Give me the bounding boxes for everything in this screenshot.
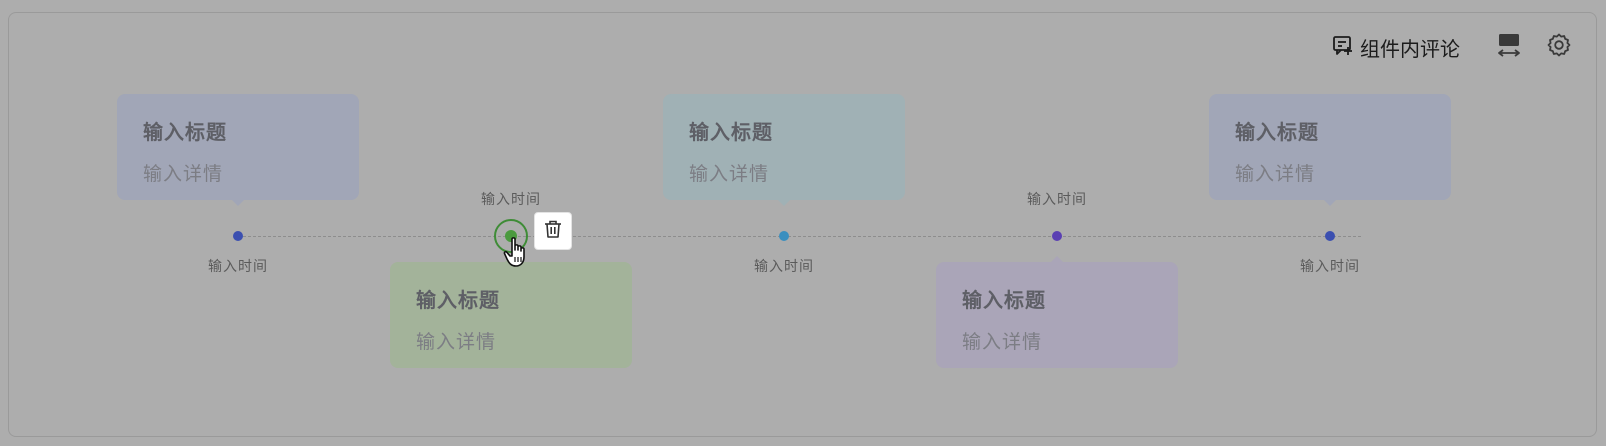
hand-pointer-icon (503, 236, 533, 274)
timeline-node-dot[interactable] (1052, 231, 1062, 241)
timeline-component-frame (8, 12, 1597, 437)
settings-button[interactable] (1544, 32, 1574, 62)
comment-add-icon (1332, 34, 1354, 61)
timeline-time-label[interactable]: 输入时间 (1027, 192, 1087, 208)
timeline-card[interactable]: 输入标题输入详情 (663, 94, 905, 206)
card-title[interactable]: 输入标题 (1235, 120, 1319, 144)
timeline-time-label[interactable]: 输入时间 (1300, 259, 1360, 275)
card-title[interactable]: 输入标题 (143, 120, 227, 144)
gear-icon (1546, 32, 1572, 62)
timeline-node-dot[interactable] (233, 231, 243, 241)
card-title[interactable]: 输入标题 (962, 288, 1046, 312)
component-toolbar: 组件内评论 (1332, 32, 1574, 62)
trash-icon (543, 219, 563, 243)
card-detail[interactable]: 输入详情 (143, 163, 224, 185)
timeline-card[interactable]: 输入标题输入详情 (390, 256, 632, 368)
timeline-node-dot[interactable] (779, 231, 789, 241)
timeline-card[interactable]: 输入标题输入详情 (1209, 94, 1451, 206)
delete-node-button[interactable] (534, 212, 572, 250)
card-detail[interactable]: 输入详情 (416, 331, 497, 353)
timeline-axis (243, 236, 1361, 237)
inline-comment-button[interactable]: 组件内评论 (1332, 33, 1460, 62)
timeline-time-label[interactable]: 输入时间 (481, 192, 541, 208)
card-detail[interactable]: 输入详情 (1235, 163, 1316, 185)
timeline-card[interactable]: 输入标题输入详情 (117, 94, 359, 206)
card-detail[interactable]: 输入详情 (689, 163, 770, 185)
timeline-card[interactable]: 输入标题输入详情 (936, 256, 1178, 368)
card-detail[interactable]: 输入详情 (962, 331, 1043, 353)
card-title[interactable]: 输入标题 (416, 288, 500, 312)
card-pointer (1324, 200, 1336, 206)
card-pointer (778, 200, 790, 206)
width-swap-button[interactable] (1494, 32, 1524, 62)
inline-comment-label: 组件内评论 (1360, 36, 1460, 61)
card-pointer (232, 200, 244, 206)
timeline-node-dot[interactable] (1325, 231, 1335, 241)
width-swap-icon (1496, 32, 1522, 62)
timeline-time-label[interactable]: 输入时间 (754, 259, 814, 275)
card-title[interactable]: 输入标题 (689, 120, 773, 144)
card-pointer (1051, 256, 1063, 262)
timeline-time-label[interactable]: 输入时间 (208, 259, 268, 275)
